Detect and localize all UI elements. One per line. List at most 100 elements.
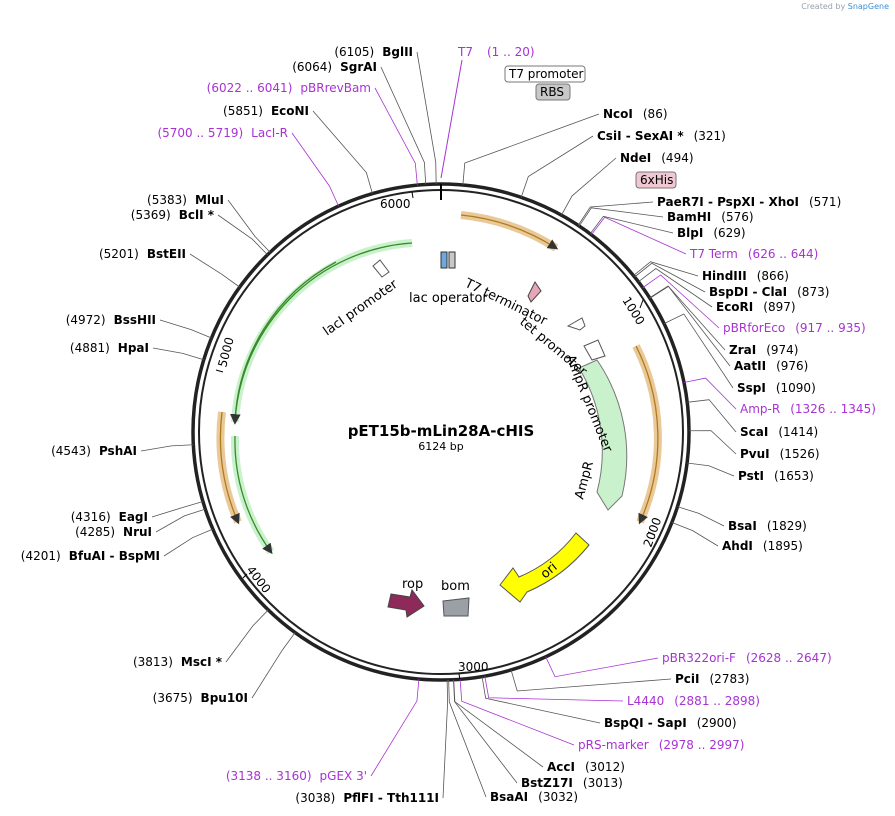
right-site-21[interactable]: PciI(2783) — [510, 669, 749, 692]
site-position: (1414) — [778, 425, 818, 439]
site-name: BamHI — [667, 210, 711, 224]
site-name: pGEX 3' — [320, 769, 367, 783]
site-name: BsaAI — [490, 790, 528, 804]
left-site-2[interactable]: pBRrevBam(6022 .. 6041) — [207, 81, 418, 186]
site-name: BlpI — [677, 226, 703, 240]
right-site-7[interactable]: HindIII(866) — [633, 261, 789, 283]
left-site-3[interactable]: EcoNI(5851) — [223, 104, 373, 194]
site-name: MluI — [195, 193, 224, 207]
left-site-5[interactable]: MluI(5383) — [147, 193, 271, 253]
feature-laci[interactable] — [216, 239, 413, 555]
site-position: (4316) — [71, 510, 111, 524]
site-position: (576) — [721, 210, 753, 224]
site-position: (3813) — [133, 655, 173, 669]
right-site-23[interactable]: BspQI - SapI(2900) — [481, 676, 737, 730]
box-t7-promoter-text: T7 promoter — [508, 67, 584, 81]
right-site-13[interactable]: SspI(1090) — [663, 313, 816, 395]
site-name: pBRforEco — [723, 321, 785, 335]
site-name: MscI * — [181, 655, 223, 669]
right-site-25[interactable]: AccI(3012) — [453, 679, 625, 774]
left-site-12[interactable]: NruI(4285) — [75, 508, 206, 539]
right-site-6[interactable]: T7 Term(626 .. 644) — [591, 216, 818, 261]
site-name: BclI * — [179, 208, 215, 222]
left-site-8[interactable]: BssHII(4972) — [66, 313, 212, 339]
left-site-6[interactable]: BclI *(5369) — [131, 208, 268, 256]
right-site-18[interactable]: BsaI(1829) — [677, 506, 807, 533]
left-site-9[interactable]: HpaI(4881) — [70, 341, 204, 361]
site-name: PflFI - Tth111I — [343, 791, 439, 805]
box-6xhis[interactable]: 6xHis — [635, 171, 677, 189]
left-site-1[interactable]: SgrAI(6064) — [292, 60, 427, 185]
feature-ampr-outer — [632, 344, 662, 525]
site-name: NcoI — [603, 107, 633, 121]
site-name: NruI — [123, 525, 152, 539]
left-site-14[interactable]: MscI * (3813) — [133, 609, 269, 669]
right-site-22[interactable]: L4440(2881 .. 2898) — [484, 676, 760, 708]
site-name: BstEII — [147, 247, 186, 261]
site-position: (6105) — [334, 45, 374, 59]
left-site-16[interactable]: pGEX 3'(3138 .. 3160) — [226, 678, 420, 783]
right-site-27[interactable]: BsaAI(3032) — [448, 679, 578, 804]
box-rbs-text: RBS — [540, 85, 564, 99]
right-site-17[interactable]: PstI(1653) — [687, 462, 814, 483]
left-site-13[interactable]: BfuAI - BspMI(4201) — [21, 528, 213, 563]
left-site-11[interactable]: EagI(4316) — [71, 501, 204, 524]
right-site-19[interactable]: AhdI (1895) — [671, 522, 803, 553]
site-name: BspDI - ClaI — [709, 285, 787, 299]
feature-t7-terminator[interactable] — [460, 211, 559, 252]
right-site-20[interactable]: pBR322ori-F(2628 .. 2647) — [545, 651, 832, 678]
site-name: BstZ17I — [521, 776, 573, 790]
plasmid-length: 6124 bp — [418, 440, 463, 453]
label-rop: rop — [402, 577, 423, 592]
right-site-1[interactable]: CsiI - SexAI *(321) — [520, 129, 726, 198]
right-site-12[interactable]: AatII(976) — [649, 285, 808, 373]
feature-lac-operator — [440, 251, 456, 269]
site-name: NdeI — [620, 151, 651, 165]
box-t7-promoter[interactable]: T7 promoter — [504, 65, 586, 83]
right-site-9[interactable]: EcoRI(897) — [638, 268, 796, 314]
left-site-17[interactable]: PflFI - Tth111I(3038) — [295, 679, 449, 805]
feature-ampr[interactable] — [578, 359, 628, 511]
right-site-5[interactable]: BlpI (629) — [589, 215, 746, 240]
right-site-26[interactable]: BstZ17I(3013) — [453, 679, 623, 790]
site-name: HpaI — [118, 341, 149, 355]
right-site-8[interactable]: BspDI - ClaI(873) — [634, 262, 830, 299]
right-site-3[interactable]: PaeR7I - PspXI - XhoI(571) — [577, 195, 841, 226]
tick-3000: 3000 — [458, 660, 489, 674]
left-site-4[interactable]: LacI-R(5700 .. 5719) — [157, 126, 339, 207]
site-name: HindIII — [702, 269, 747, 283]
site-position: (917 .. 935) — [795, 321, 865, 335]
backbone — [191, 182, 691, 682]
box-rbs[interactable]: RBS — [535, 83, 571, 101]
credit-text: Created by — [801, 2, 846, 11]
right-site-10[interactable]: pBRforEco (917 .. 935) — [642, 274, 866, 335]
right-site-15[interactable]: ScaI (1414) — [687, 399, 818, 439]
site-position: (629) — [713, 226, 745, 240]
site-position: (5700 .. 5719) — [157, 126, 243, 140]
right-site-16[interactable]: PvuI(1526) — [688, 430, 820, 461]
label-t7-primer[interactable]: T7 (1 .. 20) — [440, 45, 535, 179]
feature-laci-promoter — [372, 259, 390, 278]
site-name: SspI — [737, 381, 766, 395]
right-site-11[interactable]: ZraI(974) — [649, 285, 799, 357]
right-site-0[interactable]: NcoI(86) — [462, 107, 668, 186]
site-name: BspQI - SapI — [604, 716, 687, 730]
right-site-2[interactable]: NdeI(494) — [561, 151, 694, 216]
feature-rop[interactable] — [387, 588, 425, 618]
right-site-14[interactable]: Amp-R(1326 .. 1345) — [683, 377, 876, 416]
plasmid-name: pET15b-mLin28A-cHIS — [348, 422, 535, 440]
right-site-4[interactable]: BamHI (576) — [578, 207, 754, 227]
feature-bom[interactable] — [442, 597, 470, 617]
left-site-0[interactable]: BglII(6105) — [334, 45, 437, 185]
site-name: AhdI — [722, 539, 753, 553]
site-position: (1526) — [780, 447, 820, 461]
right-site-24[interactable]: pRS-marker(2978 .. 2997) — [459, 679, 744, 752]
left-site-7[interactable]: BstEII(5201) — [99, 247, 240, 288]
site-position: (1895) — [763, 539, 803, 553]
site-name: BssHII — [114, 313, 156, 327]
left-site-15[interactable]: Bpu10I(3675) — [153, 632, 296, 705]
feature-ori[interactable] — [499, 532, 590, 603]
left-site-10[interactable]: PshAI(4543) — [51, 444, 194, 458]
site-name: ScaI — [740, 425, 768, 439]
